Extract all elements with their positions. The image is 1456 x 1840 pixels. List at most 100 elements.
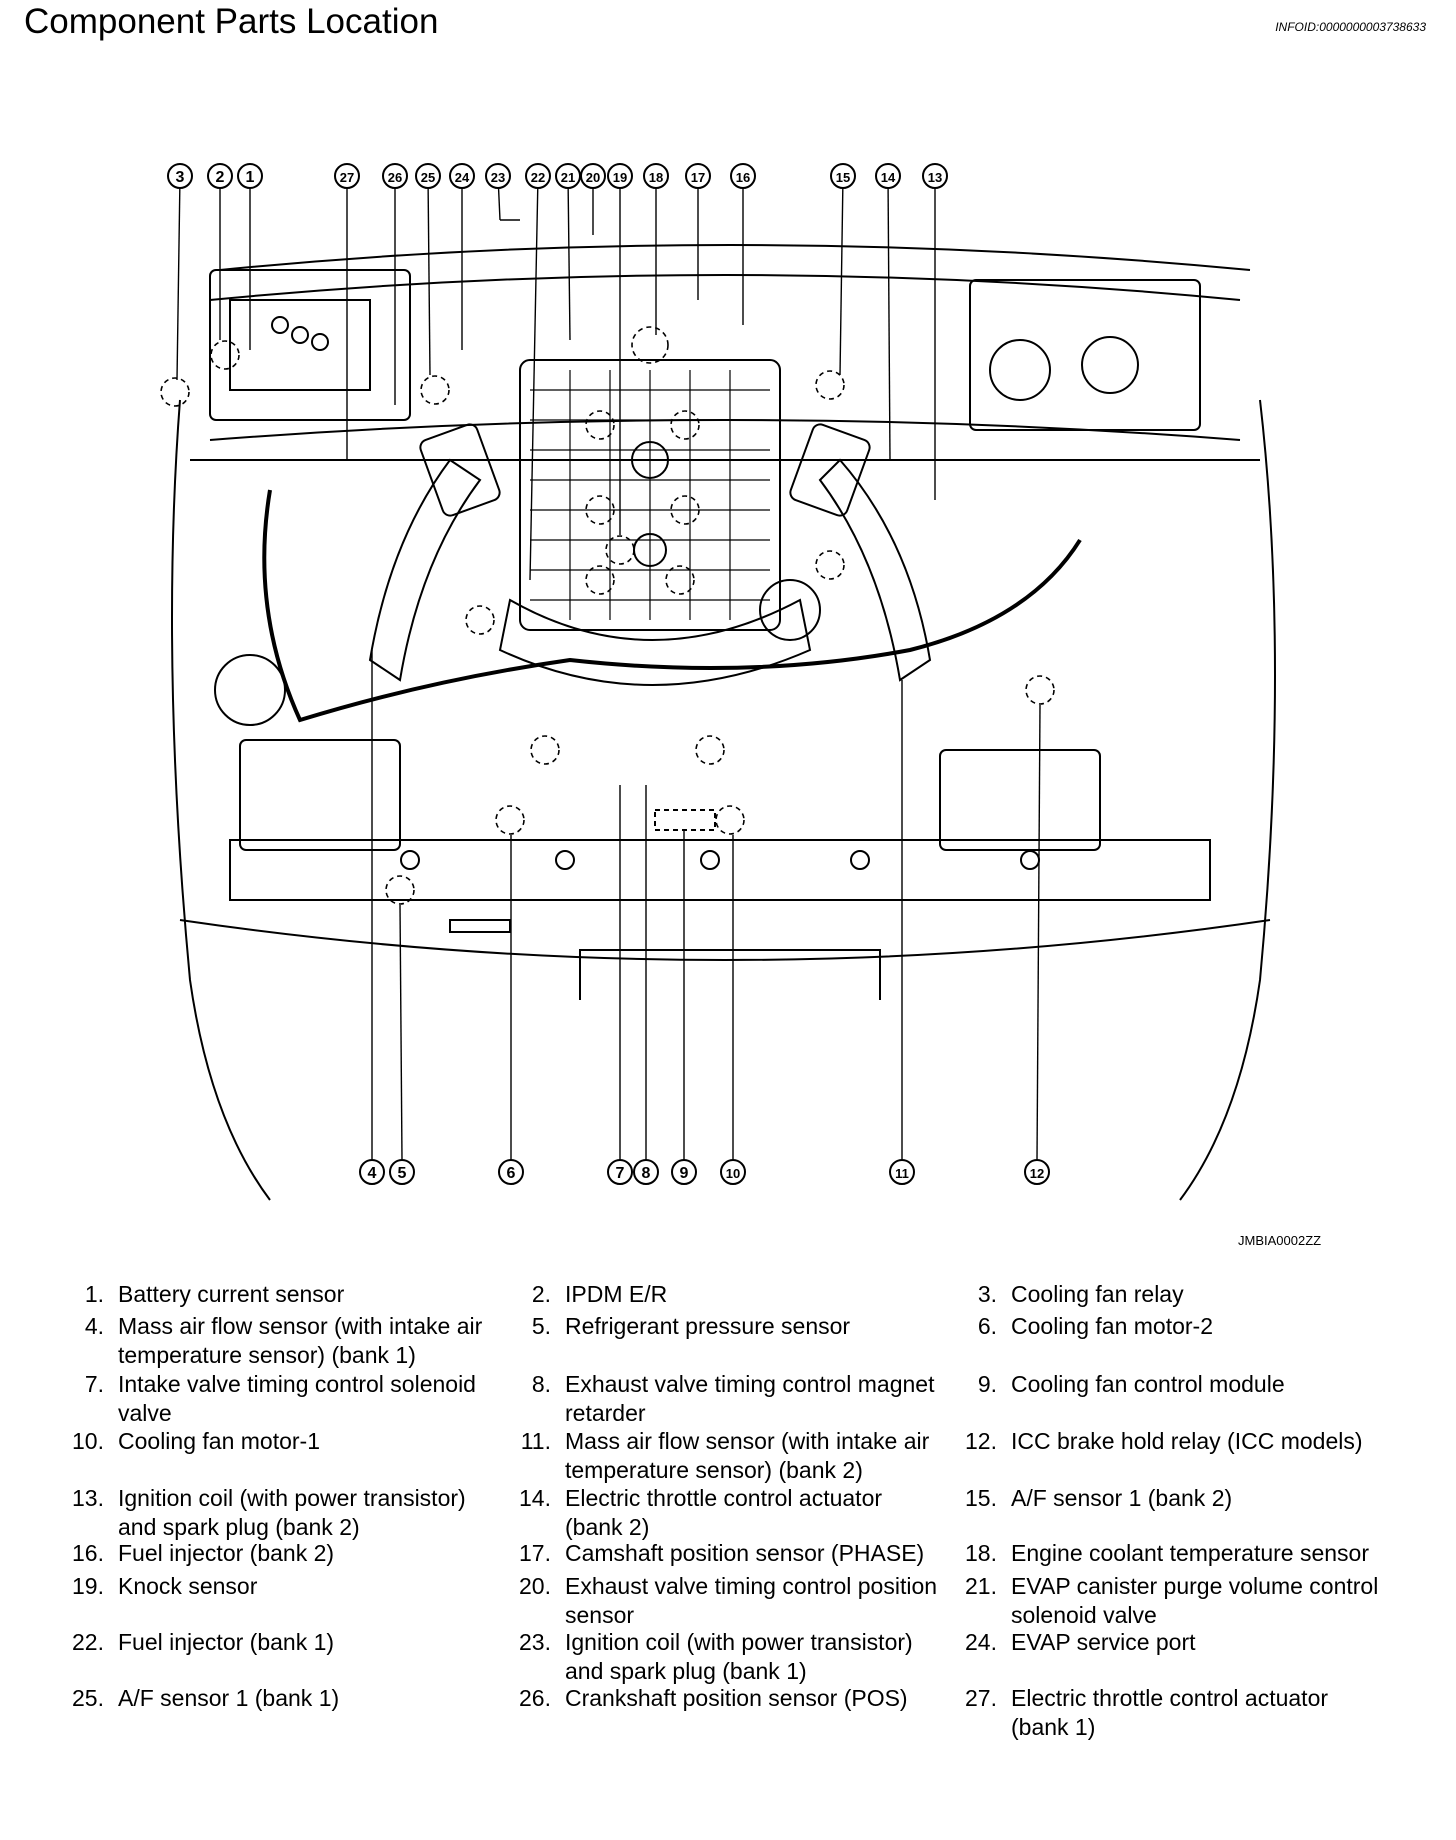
ipdm-box [209, 269, 411, 421]
legend-text: Mass air flow sensor (with intake air te… [565, 1428, 930, 1483]
legend-text: Cooling fan motor-1 [118, 1428, 320, 1454]
bottom-callout-12: 12 [1024, 1159, 1050, 1185]
svg-text:12: 12 [1030, 1166, 1044, 1181]
legend-number: 26. [519, 1685, 551, 1711]
intake-duct-left [368, 458, 482, 682]
top-callout-23: 23 [485, 163, 511, 189]
legend-number: 4. [84, 1313, 104, 1339]
reservoir-box [969, 279, 1201, 431]
legend-text: Cooling fan relay [1011, 1281, 1184, 1307]
top-callout-22: 22 [525, 163, 551, 189]
figure-id: JMBIA0002ZZ [1238, 1233, 1322, 1248]
legend-number: 8. [531, 1371, 551, 1397]
svg-text:8: 8 [642, 1165, 651, 1182]
legend-number: 12. [965, 1428, 997, 1454]
intake-duct-right [818, 458, 932, 682]
legend-text: ICC brake hold relay (ICC models) [1011, 1428, 1363, 1454]
top-callout-15: 15 [830, 163, 856, 189]
top-callout-26: 26 [382, 163, 408, 189]
legend-number: 25. [72, 1685, 104, 1711]
bottom-callout-5: 5 [389, 1159, 415, 1185]
legend-number: 27. [965, 1685, 997, 1711]
svg-text:26: 26 [388, 170, 402, 185]
legend-text: EVAP canister purge volume control solen… [1011, 1573, 1379, 1628]
svg-text:25: 25 [421, 170, 435, 185]
legend-number: 22. [72, 1629, 104, 1655]
svg-text:21: 21 [561, 170, 575, 185]
legend-number: 9. [977, 1371, 997, 1397]
svg-text:5: 5 [398, 1165, 407, 1182]
svg-text:2: 2 [216, 169, 225, 186]
top-callout-27: 27 [334, 163, 360, 189]
top-callout-1: 1 [237, 163, 263, 189]
legend-text: Exhaust valve timing control position se… [565, 1573, 938, 1628]
legend-text: Battery current sensor [118, 1281, 345, 1307]
legend-text: Exhaust valve timing control magnet reta… [565, 1371, 935, 1426]
bottom-callout-7: 7 [607, 1159, 633, 1185]
legend-text: Knock sensor [118, 1573, 258, 1599]
legend-text: Ignition coil (with power transistor) an… [565, 1629, 913, 1684]
svg-text:24: 24 [455, 170, 470, 185]
legend-number: 5. [531, 1313, 551, 1339]
top-callout-14: 14 [875, 163, 901, 189]
top-callout-13: 13 [922, 163, 948, 189]
legend-text: Electric throttle control actuator (bank… [565, 1485, 883, 1540]
svg-text:7: 7 [616, 1165, 625, 1182]
svg-text:1: 1 [246, 169, 255, 186]
bottom-callout-10: 10 [720, 1159, 746, 1185]
legend-number: 16. [72, 1540, 104, 1566]
legend-number: 15. [965, 1485, 997, 1511]
legend-text: Fuel injector (bank 2) [118, 1540, 335, 1566]
legend-number: 11. [520, 1428, 551, 1454]
svg-text:10: 10 [726, 1166, 740, 1181]
info-id: INFOID:0000000003738633 [1275, 20, 1426, 34]
radiator-support [229, 839, 1211, 901]
legend-number: 13. [72, 1485, 104, 1511]
legend-number: 18. [965, 1540, 997, 1566]
legend-text: IPDM E/R [565, 1281, 668, 1307]
legend-number: 10. [72, 1428, 104, 1454]
legend-number: 1. [84, 1281, 104, 1307]
bottom-callout-11: 11 [889, 1159, 915, 1185]
legend-text: Cooling fan control module [1011, 1371, 1285, 1397]
top-callout-20: 20 [580, 163, 606, 189]
top-callout-24: 24 [449, 163, 475, 189]
legend-number: 24. [965, 1629, 997, 1655]
svg-text:6: 6 [507, 1165, 516, 1182]
page-title: Component Parts Location [24, 2, 439, 41]
legend-text: EVAP service port [1011, 1629, 1196, 1655]
legend-text: Camshaft position sensor (PHASE) [565, 1540, 925, 1566]
top-callout-21: 21 [555, 163, 581, 189]
svg-text:3: 3 [176, 169, 185, 186]
bottom-callout-8: 8 [633, 1159, 659, 1185]
legend-text: Cooling fan motor-2 [1011, 1313, 1213, 1339]
legend-number: 23. [519, 1629, 551, 1655]
legend-number: 7. [84, 1371, 104, 1397]
intake-manifold [519, 359, 781, 631]
svg-text:23: 23 [491, 170, 505, 185]
legend-text: Fuel injector (bank 1) [118, 1629, 335, 1655]
legend-text: Mass air flow sensor (with intake air te… [118, 1313, 483, 1368]
svg-text:22: 22 [531, 170, 545, 185]
svg-text:18: 18 [649, 170, 663, 185]
svg-text:20: 20 [586, 170, 600, 185]
body-outline [171, 399, 271, 1201]
bottom-callout-4: 4 [359, 1159, 385, 1185]
svg-text:16: 16 [736, 170, 750, 185]
legend-number: 2. [531, 1281, 551, 1307]
legend-number: 19. [72, 1573, 104, 1599]
bottom-callout-9: 9 [671, 1159, 697, 1185]
legend-text: Crankshaft position sensor (POS) [565, 1685, 908, 1711]
top-callout-17: 17 [685, 163, 711, 189]
legend-number: 21. [965, 1573, 997, 1599]
top-callout-3: 3 [167, 163, 193, 189]
svg-text:19: 19 [613, 170, 627, 185]
legend-text: Engine coolant temperature sensor [1011, 1540, 1369, 1566]
top-callout-25: 25 [415, 163, 441, 189]
legend-number: 14. [519, 1485, 551, 1511]
svg-text:17: 17 [691, 170, 705, 185]
svg-text:4: 4 [368, 1165, 377, 1182]
top-callout-18: 18 [643, 163, 669, 189]
